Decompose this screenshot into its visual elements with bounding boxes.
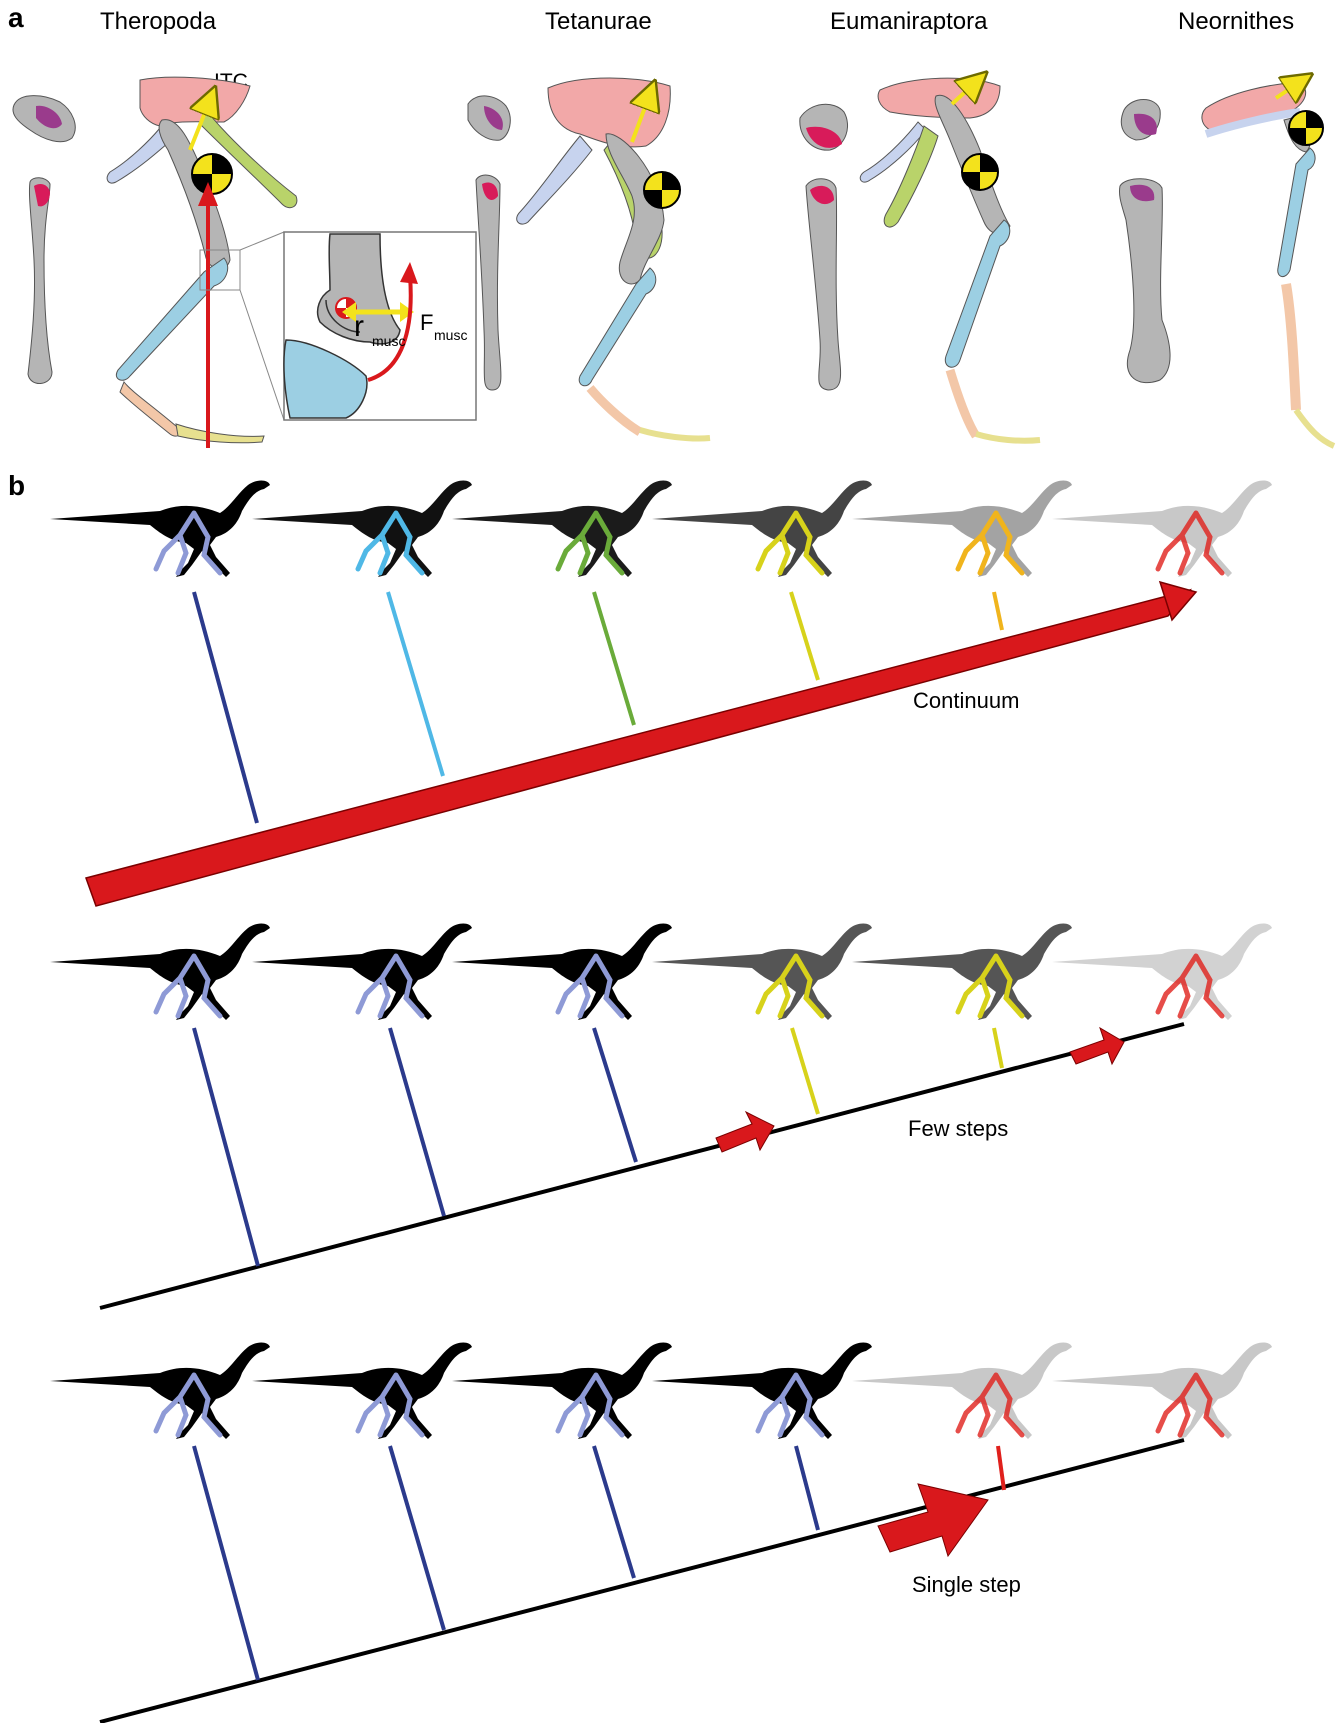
inset-f-label: F	[420, 310, 433, 335]
scenario-continuum-label: Continuum	[913, 688, 1019, 713]
scenario-single-step-silhouettes	[50, 1343, 1272, 1440]
theropoda-skeleton	[13, 77, 297, 448]
panel-b-letter: b	[8, 470, 25, 502]
neornithes-skeleton	[1119, 82, 1334, 446]
scenario-continuum-tree	[86, 582, 1196, 906]
tetanurae-skeleton	[468, 78, 710, 439]
scenario-continuum-silhouettes	[50, 481, 1272, 578]
scenario-few-steps-silhouettes	[50, 924, 1272, 1021]
scenario-few-steps-tree	[100, 1024, 1184, 1308]
scenario-single-step-tree	[100, 1440, 1184, 1722]
eumaniraptora-skeleton	[800, 78, 1040, 441]
scenario-few-steps-label: Few steps	[908, 1116, 1008, 1141]
inset-r-subscript: musc	[372, 333, 405, 349]
inset-r-label: r	[354, 310, 364, 343]
scenario-single-step-label: Single step	[912, 1572, 1021, 1597]
inset-f-subscript: musc	[434, 327, 467, 343]
inset-muscle-moment-arm: r musc F musc	[200, 232, 476, 420]
